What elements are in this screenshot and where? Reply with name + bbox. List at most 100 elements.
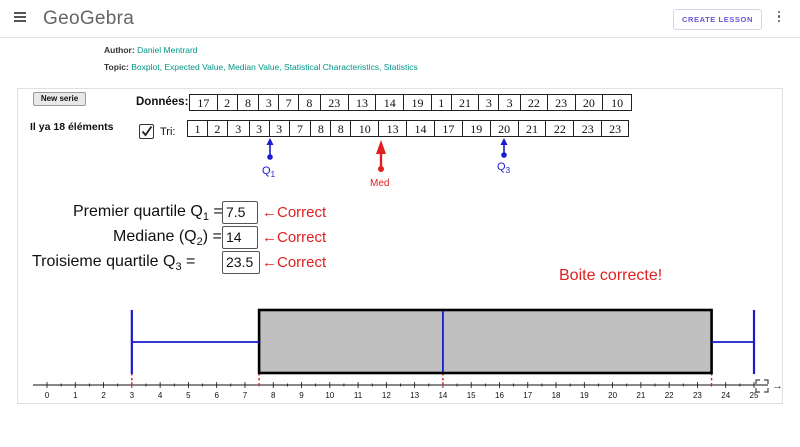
topic-label: Topic: xyxy=(104,62,129,72)
x-tick-label: 11 xyxy=(354,391,363,400)
geogebra-logo[interactable]: GeoGebra xyxy=(43,8,135,29)
q1-marker-label: Q1 xyxy=(262,165,276,179)
donnees-cell: 22 xyxy=(521,95,548,110)
x-tick-label: 0 xyxy=(45,391,50,400)
author-label: Author: xyxy=(104,45,135,55)
x-tick-label: 6 xyxy=(214,391,219,400)
x-tick-label: 19 xyxy=(580,391,589,400)
x-tick-label: 17 xyxy=(523,391,532,400)
donnees-label: Données: xyxy=(136,96,189,108)
q1-input[interactable]: 7.5 xyxy=(222,201,258,224)
donnees-cell: 3 xyxy=(259,95,280,110)
check-icon xyxy=(141,125,153,137)
x-tick-label: 20 xyxy=(608,391,617,400)
med-marker xyxy=(376,140,386,172)
topic-line: Topic: Boxplot, Expected Value, Median V… xyxy=(104,62,418,72)
q2-feedback: ←Correct xyxy=(262,229,327,246)
sorted-cell: 22 xyxy=(546,121,575,136)
q3-marker-label: Q3 xyxy=(497,161,511,175)
x-tick-label: 24 xyxy=(721,391,730,400)
q1-feedback: ←Correct xyxy=(262,204,327,221)
x-tick-label: 23 xyxy=(693,391,702,400)
author-link[interactable]: Daniel Mentrard xyxy=(137,45,198,55)
q2-input[interactable]: 14 xyxy=(222,226,258,249)
tri-label: Tri: xyxy=(160,126,176,138)
x-tick-label: 5 xyxy=(186,391,191,400)
x-tick-label: 9 xyxy=(299,391,304,400)
sorted-cell: 17 xyxy=(435,121,463,136)
donnees-cell: 23 xyxy=(548,95,576,110)
sorted-cell: 13 xyxy=(379,121,407,136)
new-serie-button[interactable]: New serie xyxy=(33,92,86,106)
donnees-cell: 17 xyxy=(190,95,218,110)
sorted-cell: 7 xyxy=(290,121,312,136)
donnees-cell: 20 xyxy=(576,95,604,110)
q2-label: Mediane (Q2) = xyxy=(113,228,222,249)
donnees-cell: 3 xyxy=(499,95,522,110)
hamburger-menu-icon[interactable] xyxy=(14,12,26,22)
q3-feedback: ←Correct xyxy=(262,254,327,271)
sorted-cell: 21 xyxy=(519,121,547,136)
x-tick-label: 22 xyxy=(665,391,674,400)
sorted-cell: 3 xyxy=(270,121,290,136)
x-tick-label: 25 xyxy=(750,391,759,400)
tri-checkbox[interactable] xyxy=(139,124,154,139)
box xyxy=(257,308,713,375)
x-tick-label: 7 xyxy=(243,391,248,400)
x-tick-label: 4 xyxy=(158,391,163,400)
x-tick-label: 21 xyxy=(636,391,645,400)
top-bar: GeoGebra CREATE LESSON xyxy=(0,0,800,38)
sorted-cell: 23 xyxy=(609,122,622,136)
arrow-right-icon: → xyxy=(772,380,783,392)
sorted-cell: 20 xyxy=(491,121,519,136)
element-count-label: Il ya 18 éléments xyxy=(30,121,114,133)
topic-links[interactable]: Boxplot, Expected Value, Median Value, S… xyxy=(131,62,418,72)
donnees-cell: 19 xyxy=(404,95,432,110)
sorted-cell: 8 xyxy=(311,121,332,136)
q3-marker xyxy=(500,138,508,158)
sorted-cell: 14 xyxy=(407,121,435,136)
donnees-cell: 21 xyxy=(452,95,480,110)
donnees-cell: 10 xyxy=(611,96,624,110)
x-tick-label: 8 xyxy=(271,391,276,400)
donnees-cell: 8 xyxy=(238,95,260,110)
donnees-cell: 3 xyxy=(479,95,500,110)
x-tick-label: 13 xyxy=(410,391,419,400)
x-tick-label: 10 xyxy=(325,391,334,400)
x-tick-label: 15 xyxy=(467,391,476,400)
create-lesson-button[interactable]: CREATE LESSON xyxy=(673,9,762,30)
med-marker-label: Med xyxy=(370,178,389,189)
donnees-cell: 14 xyxy=(376,95,405,110)
donnees-cell: 8 xyxy=(299,95,321,110)
sorted-cell: 8 xyxy=(331,121,352,136)
donnees-cell: 2 xyxy=(218,95,238,110)
x-tick-label: 3 xyxy=(130,391,135,400)
q3-input[interactable]: 23.5 xyxy=(222,251,260,274)
x-tick-label: 1 xyxy=(73,391,78,400)
x-tick-label: 16 xyxy=(495,391,504,400)
donnees-cell: 13 xyxy=(349,95,377,110)
q1-marker xyxy=(266,138,274,160)
sorted-cell: 10 xyxy=(351,121,380,136)
fullscreen-icon[interactable] xyxy=(755,379,769,393)
sorted-cell: 19 xyxy=(463,121,491,136)
q3-label: Troisieme quartile Q3 = xyxy=(32,253,196,274)
x-tick-label: 12 xyxy=(382,391,391,400)
sorted-cell: 2 xyxy=(208,121,228,136)
more-options-icon[interactable] xyxy=(777,11,781,25)
sorted-cell: 1 xyxy=(188,121,208,136)
author-line: Author: Daniel Mentrard xyxy=(104,45,198,55)
x-tick-label: 18 xyxy=(552,391,561,400)
donnees-cell: 23 xyxy=(321,95,349,110)
sorted-cell: 3 xyxy=(250,121,270,136)
sorted-cell: 3 xyxy=(228,121,250,136)
boite-correcte-message: Boite correcte! xyxy=(559,267,663,284)
x-tick-label: 14 xyxy=(438,391,447,400)
x-tick-label: 2 xyxy=(101,391,106,400)
donnees-cell: 7 xyxy=(279,95,300,110)
donnees-cell: 1 xyxy=(432,95,452,110)
